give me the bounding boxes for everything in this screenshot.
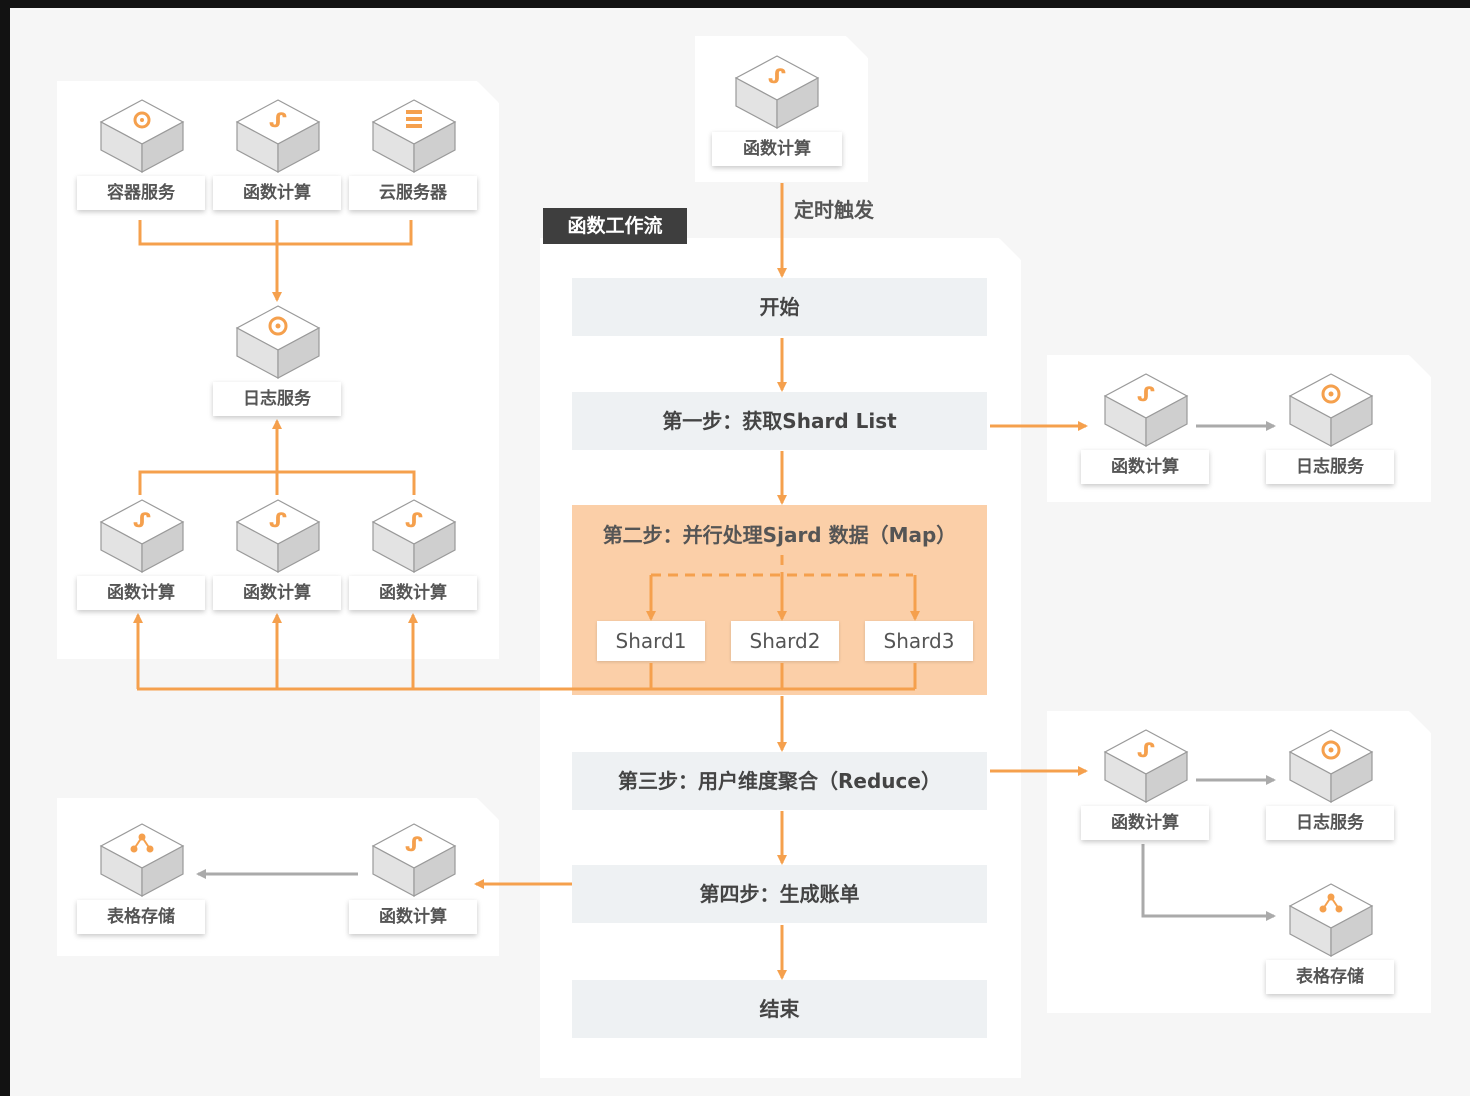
svg-text:ᔑ: ᔑ [133,508,151,532]
table-store-icon [1288,883,1374,958]
step-4: 第四步：生成账单 [572,865,987,923]
table-store-icon [99,823,185,898]
function-compute-icon: ᔑ [99,499,185,574]
shard-1: Shard1 [597,621,705,661]
svg-text:ᔑ: ᔑ [1137,382,1155,406]
step-2-map-box: 第二步：并行处理Sjard 数据（Map） [572,505,987,695]
node-label: 函数计算 [712,132,842,166]
architecture-canvas: 函数工作流 开始 第一步：获取Shard List 第二步：并行处理Sjard … [10,8,1470,1096]
node-label: 函数计算 [349,576,477,610]
node-label: 函数计算 [1081,806,1209,840]
node-label: 函数计算 [1081,450,1209,484]
fc-to-table-path [1141,844,1276,921]
node-label: 容器服务 [77,176,205,210]
node-label: 函数计算 [349,900,477,934]
svg-text:ᔑ: ᔑ [405,832,423,856]
function-compute-icon: ᔑ [235,99,321,174]
node-label: 函数计算 [213,576,341,610]
node-label: 日志服务 [1266,806,1394,840]
node-label: 函数计算 [213,176,341,210]
function-compute-icon: ᔑ [371,499,457,574]
svg-text:ᔑ: ᔑ [269,108,287,132]
node-label: 表格存储 [1266,960,1394,994]
node-label: 云服务器 [349,176,477,210]
container-icon [99,99,185,174]
node-label: 表格存储 [77,900,205,934]
workers-merge [138,470,416,495]
cloud-server-icon [371,99,457,174]
node-label: 函数计算 [77,576,205,610]
shard-bus [137,663,917,691]
shard-2: Shard2 [731,621,839,661]
step-end: 结束 [572,980,987,1038]
svg-text:ᔑ: ᔑ [269,508,287,532]
step-3: 第三步：用户维度聚合（Reduce） [572,752,987,810]
step-2-title: 第二步：并行处理Sjard 数据（Map） [602,523,957,547]
shard-3: Shard3 [865,621,973,661]
svg-text:ᔑ: ᔑ [1137,738,1155,762]
sources-merge [138,220,413,246]
log-service-icon [1288,729,1374,804]
trigger-edge-label: 定时触发 [794,198,874,222]
node-label: 日志服务 [213,382,341,416]
function-compute-icon: ᔑ [734,55,820,130]
function-compute-icon: ᔑ [1103,729,1189,804]
function-compute-icon: ᔑ [235,499,321,574]
svg-text:ᔑ: ᔑ [768,64,786,88]
workflow-tag: 函数工作流 [543,208,687,244]
svg-text:ᔑ: ᔑ [405,508,423,532]
node-label: 日志服务 [1266,450,1394,484]
log-service-icon [1288,373,1374,448]
function-compute-icon: ᔑ [371,823,457,898]
connector-layer [133,183,1276,980]
log-service-icon [235,305,321,380]
function-compute-icon: ᔑ [1103,373,1189,448]
step-1: 第一步：获取Shard List [572,392,987,450]
step-start: 开始 [572,278,987,336]
